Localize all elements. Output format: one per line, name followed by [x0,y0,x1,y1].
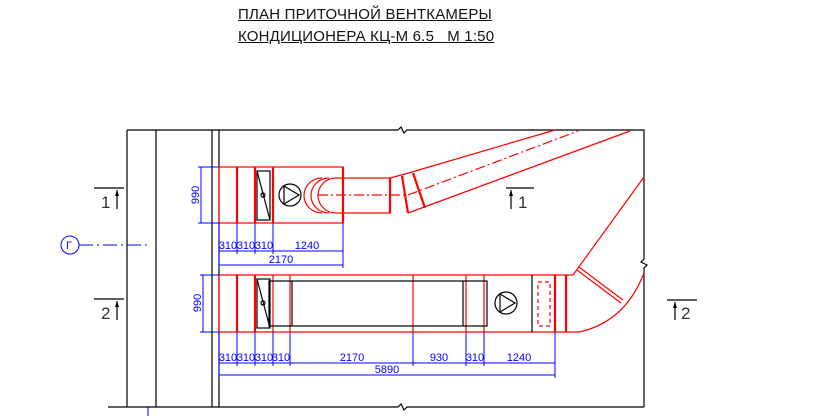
dim: 310 [255,352,273,364]
section-mark-2-left: 2 [94,298,124,323]
damper-icon [256,170,271,221]
dim: 310 [237,240,255,252]
section-mark-1-left: 1 [94,187,124,212]
section-mark-1-right: 1 [506,187,534,212]
fan-icon [278,183,302,207]
dimensions-unit-2: 990 310 310 310 310 2170 930 310 1240 58… [192,274,556,378]
dim: 1240 [295,240,319,252]
dim: 310 [272,352,290,364]
fan-icon [494,291,518,315]
dim: 310 [255,240,273,252]
drawing-title-line2: КОНДИЦИОНЕРА КЦ-М 6.5 М 1:50 [238,28,495,45]
section-mark-2-right: 2 [667,299,697,323]
dim: 310 [219,240,237,252]
room-walls [108,125,649,412]
dim-total: 5890 [375,364,399,376]
dim: 930 [430,352,448,364]
dim-total: 2170 [269,254,293,266]
axis-label: Г [66,240,72,252]
duct-elbow [303,129,631,214]
dim-height: 990 [190,186,202,204]
dimensions-unit-1: 990 310 310 310 1240 2170 [190,166,344,268]
section-label: 1 [518,193,527,212]
dim: 310 [237,352,255,364]
dim: 310 [219,352,237,364]
heater-section [537,281,551,327]
dim: 310 [466,352,484,364]
section-label: 1 [101,193,110,212]
section-label: 2 [101,304,110,323]
section-label: 2 [681,304,690,323]
drawing-title-line1: ПЛАН ПРИТОЧНОЙ ВЕНТКАМЕРЫ [238,6,493,23]
axis-marker: Г [60,235,150,416]
air-handler-unit-2 [218,176,645,333]
dim: 1240 [507,352,531,364]
filter-section [268,280,488,327]
damper-icon [256,278,271,329]
air-handler-unit-1 [218,129,631,224]
dim-height: 990 [192,294,204,312]
dim: 2170 [340,352,364,364]
